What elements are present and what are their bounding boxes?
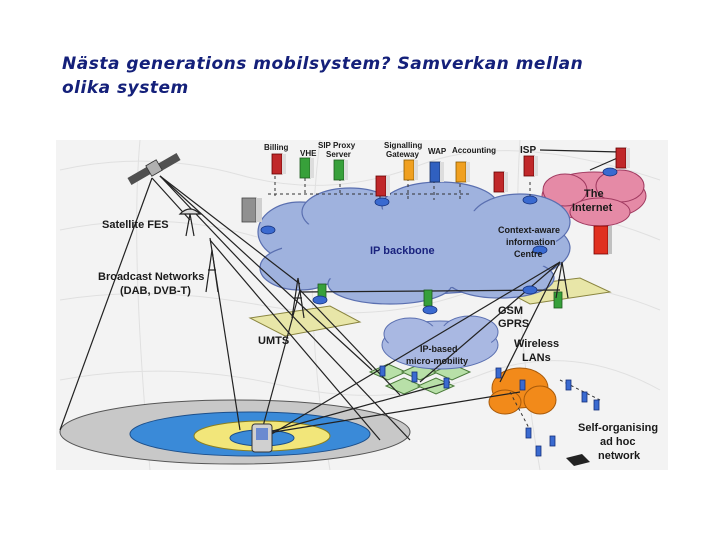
label-gprs: GPRS bbox=[498, 318, 529, 330]
label-context-aware: Context-aware bbox=[498, 225, 560, 235]
billing-server-icon bbox=[271, 153, 286, 175]
label-accounting: Accounting bbox=[452, 146, 496, 155]
sip-proxy-server-icon bbox=[333, 159, 348, 181]
label-signalling: Signalling bbox=[384, 141, 422, 150]
mobile-terminals bbox=[379, 365, 600, 457]
routers bbox=[260, 167, 618, 315]
label-wap: WAP bbox=[428, 147, 447, 156]
satellite-fes-icon bbox=[241, 197, 262, 223]
slide-title: Nästa generations mobilsystem? Samverkan… bbox=[62, 52, 682, 100]
label-gsm: GSM bbox=[498, 305, 523, 317]
accounting-server-icon bbox=[455, 161, 470, 183]
label-sip-proxy: SIP Proxy bbox=[318, 141, 356, 150]
label-centre: Centre bbox=[514, 249, 543, 259]
label-dab-dvb: (DAB, DVB-T) bbox=[120, 285, 191, 297]
label-internet: Internet bbox=[572, 202, 613, 214]
gprs-node-icon bbox=[553, 291, 563, 309]
micro-mobility-cloud-fill bbox=[388, 326, 492, 366]
ip-backbone-cloud-fill bbox=[282, 208, 558, 288]
umts-tower-icon bbox=[291, 277, 305, 319]
satellite-icon bbox=[127, 153, 181, 185]
context-server-icon bbox=[593, 225, 612, 255]
handheld-device-icon bbox=[251, 423, 273, 453]
label-self-organising: Self-organising bbox=[578, 422, 658, 434]
isp-server-icon bbox=[523, 155, 538, 177]
label-ip-based: IP-based bbox=[420, 344, 458, 354]
label-wireless: Wireless bbox=[514, 338, 559, 350]
gateway-server-icon bbox=[429, 161, 444, 183]
internet-server-icon bbox=[615, 147, 630, 169]
label-broadcast-networks: Broadcast Networks bbox=[98, 271, 204, 283]
label-satellite-fes: Satellite FES bbox=[102, 219, 169, 231]
server-towers bbox=[241, 147, 630, 309]
broadcast-tower-icon bbox=[205, 249, 219, 293]
label-lans: LANs bbox=[522, 352, 551, 364]
label-umts: UMTS bbox=[258, 335, 289, 347]
slide-title-line-2: olika system bbox=[62, 78, 189, 98]
satellite-dish-icon bbox=[178, 208, 202, 237]
vhe-server-icon bbox=[299, 157, 314, 179]
label-micro-mobility: micro-mobility bbox=[406, 356, 468, 366]
gsm-tower-icon bbox=[555, 261, 569, 299]
gsm-node-icon bbox=[423, 289, 433, 307]
label-network: network bbox=[598, 450, 641, 462]
label-ad-hoc: ad hoc bbox=[600, 436, 635, 448]
router-server-icon bbox=[493, 171, 508, 193]
label-sip-server: Server bbox=[326, 150, 351, 159]
label-isp: ISP bbox=[520, 145, 536, 156]
label-gateway: Gateway bbox=[386, 150, 419, 159]
label-ip-backbone: IP backbone bbox=[370, 245, 435, 257]
signalling-gateway-icon bbox=[375, 175, 390, 197]
label-internet-the: The bbox=[584, 188, 604, 200]
laptop-icon bbox=[566, 454, 590, 466]
label-billing: Billing bbox=[264, 143, 289, 152]
antenna-towers bbox=[178, 208, 569, 319]
wap-server-icon bbox=[403, 159, 418, 181]
label-information: information bbox=[506, 237, 556, 247]
label-vhe: VHE bbox=[300, 149, 317, 158]
internet-cloud bbox=[541, 169, 647, 227]
slide-title-line-1: Nästa generations mobilsystem? Samverkan… bbox=[62, 54, 584, 74]
